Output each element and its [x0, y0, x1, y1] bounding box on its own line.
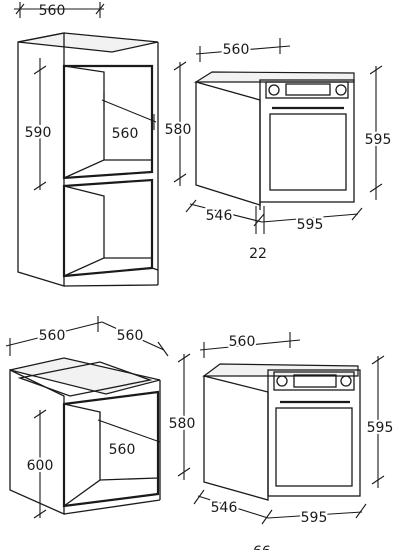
oven2-width-dimension-line: [199, 339, 301, 351]
oven2-left-knob-icon: [276, 375, 288, 387]
under-niche-depth: [63, 403, 101, 507]
under-niche-shelf: [99, 477, 159, 481]
oven-height-label: 580: [165, 122, 192, 138]
under-cabinet-bottom-edge: [63, 499, 161, 515]
plinth-edge: [151, 267, 159, 271]
cabinet-bottom-edge: [63, 284, 159, 287]
tick: [173, 61, 187, 71]
page-number: 66: [253, 544, 271, 550]
tick: [157, 341, 169, 357]
tick: [15, 3, 25, 15]
tick: [369, 65, 383, 75]
cabinet-side-panel: [17, 32, 65, 287]
oven-display: [285, 83, 331, 96]
tick: [173, 173, 187, 183]
oven-bottom-diagram: 560 580 595 546 595: [167, 332, 395, 528]
cabinet-depth-label: 560: [112, 126, 139, 142]
tick: [355, 503, 367, 519]
tick: [371, 475, 385, 485]
oven-top-diagram: 560 580 595 546 595 22: [163, 38, 393, 262]
oven-depth-dimension-line: [189, 203, 263, 223]
tick: [33, 65, 47, 75]
oven-door-window: [269, 113, 347, 191]
tick: [369, 183, 383, 193]
oven-depth-label: 546: [206, 208, 233, 224]
oven-front-height-label: 595: [365, 132, 392, 148]
under-width-dimension-line: [5, 321, 103, 347]
oven2-height-label: 580: [169, 416, 196, 432]
tick: [351, 207, 363, 221]
tick: [33, 181, 47, 191]
hob-cutout: [17, 361, 153, 397]
oven-front-width-dimension-line: [261, 213, 359, 223]
left-knob-icon: [268, 84, 280, 96]
oven2-front-panel: [267, 369, 361, 497]
under-counter-cabinet-diagram: 560 560 600 560: [5, 316, 169, 519]
right-knob-icon: [335, 84, 347, 96]
under-width-label: 560: [39, 328, 66, 344]
tick: [33, 409, 47, 419]
tall-cabinet-diagram: 560 590 560: [14, 2, 159, 287]
oven2-control-panel: [273, 371, 355, 391]
tick: [371, 355, 385, 365]
oven-control-panel: [265, 81, 349, 99]
oven2-depth-dimension-line: [197, 495, 269, 519]
under-depth-top-label: 560: [117, 328, 144, 344]
oven2-front-height-label: 595: [367, 420, 394, 436]
oven-front-panel: [259, 79, 355, 203]
cabinet-depth-dimension-line: [101, 99, 157, 123]
door-offset-label: 22: [249, 246, 267, 262]
cabinet-height-label: 590: [25, 125, 52, 141]
lower-niche-depth: [63, 185, 105, 277]
lower-niche: [62, 178, 154, 278]
cabinet-top-panel: [17, 32, 159, 53]
under-inner-depth-dimension-line: [97, 419, 161, 443]
under-cabinet-side: [9, 368, 65, 516]
oven2-right-knob-icon: [340, 375, 352, 387]
under-height-label: 600: [27, 458, 54, 474]
tick: [177, 353, 191, 363]
oven-front-width-label: 595: [297, 217, 324, 233]
oven2-display: [293, 374, 337, 388]
tick: [185, 199, 197, 213]
oven2-door-window: [275, 407, 353, 487]
oven-width-dimension-line: [195, 45, 291, 55]
oven-width-label: 560: [223, 42, 250, 58]
tick: [193, 489, 205, 505]
oven2-depth-label: 546: [211, 500, 238, 516]
tick: [95, 3, 105, 15]
oven2-front-width-label: 595: [301, 510, 328, 526]
upper-niche-depth: [63, 65, 105, 179]
oven-side-panel: [195, 81, 261, 206]
tick: [33, 509, 47, 519]
oven2-front-width-dimension-line: [267, 511, 363, 519]
oven2-width-label: 560: [229, 334, 256, 350]
cabinet-width-label: 560: [39, 3, 66, 19]
under-oven-niche: [62, 390, 160, 508]
upper-oven-niche: [62, 64, 154, 180]
under-depth-dimension-line: [101, 321, 165, 351]
tick: [261, 509, 273, 525]
under-inner-depth-label: 560: [109, 442, 136, 458]
tick: [177, 467, 191, 477]
oven2-side-panel: [203, 375, 269, 501]
